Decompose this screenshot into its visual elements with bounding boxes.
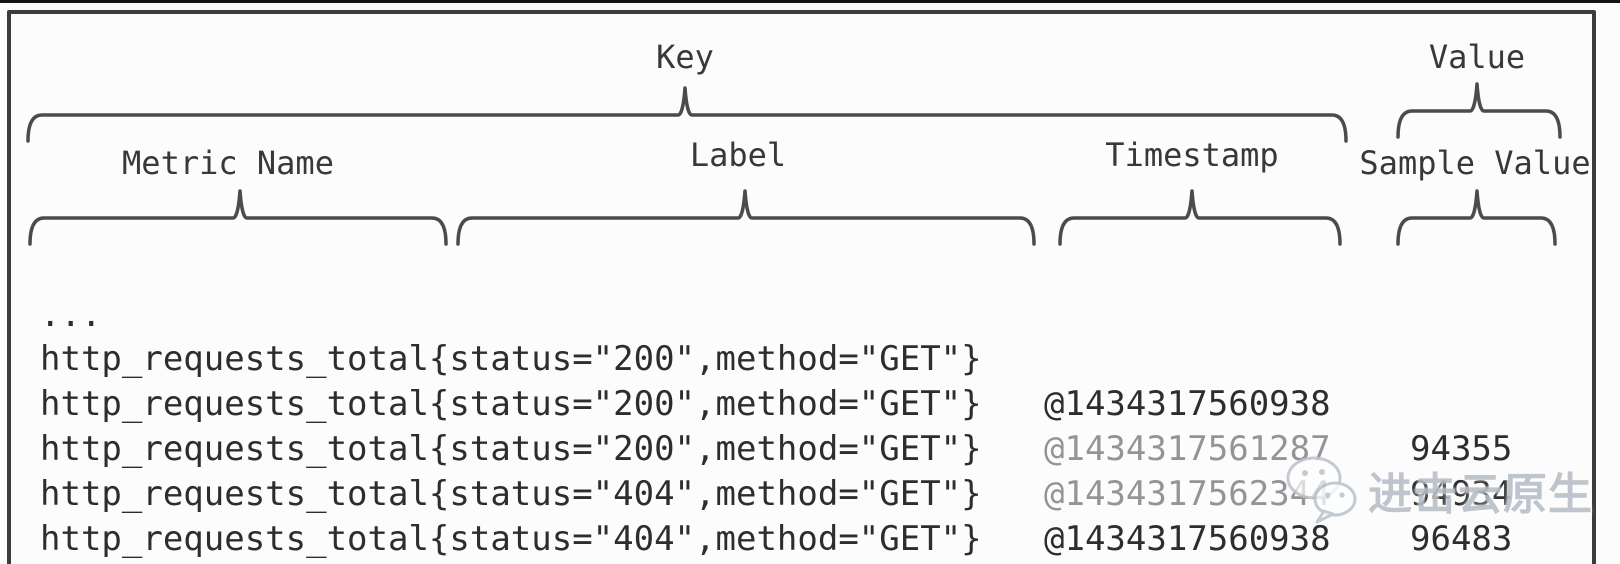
key-brace [26,86,1348,143]
table-row: http_requests_total{status="404",method=… [0,472,1620,559]
table-row: http_requests_total{status="200",method=… [0,382,1620,559]
series-key: http_requests_total{status="404",method=… [40,474,982,514]
watermark-text: 进击云原生 [1368,470,1593,519]
sample-value-brace [1396,189,1557,246]
value-label: Value [1428,38,1526,76]
top-edge-bar [0,0,1620,3]
sample-value-label: Sample Value [1359,144,1591,182]
timestamp-value: @1434317562344 [1044,474,1331,514]
sample-value: 96483 [1410,519,1513,559]
timestamp-label: Timestamp [1105,136,1279,174]
ellipsis-row: ... [0,248,1620,335]
metric-name-label: Metric Name [122,144,334,182]
label-label: Label [689,136,787,174]
series-key: http_requests_total{status="200",method=… [40,384,982,424]
table-row: http_requests_total{status="200",method=… [0,337,1620,514]
label-brace [456,189,1036,246]
key-label: Key [656,38,714,76]
wechat-icon [1286,456,1357,524]
series-key: http_requests_total{status="404",method=… [40,519,982,559]
timestamp-brace [1058,189,1342,246]
series-key: http_requests_total{status="200",method=… [40,339,982,379]
watermark: 进击云原生 [1284,448,1614,528]
timestamp-value: @1434317560938 [1044,519,1331,559]
series-key: http_requests_total{status="200",method=… [40,429,982,469]
value-brace [1396,82,1562,139]
timestamp-value: @1434317561287 [1044,429,1331,469]
sample-value: 94934 [1410,474,1513,514]
diagram-frame [7,10,1596,564]
sample-value: 94355 [1410,429,1513,469]
table-row: http_requests_total{status="200",method=… [0,292,1620,469]
table-row: http_requests_total{status="404",method=… [0,427,1620,559]
timestamp-value: @1434317560938 [1044,384,1331,424]
ellipsis-text: ... [40,295,102,335]
metric-name-brace [28,189,448,246]
